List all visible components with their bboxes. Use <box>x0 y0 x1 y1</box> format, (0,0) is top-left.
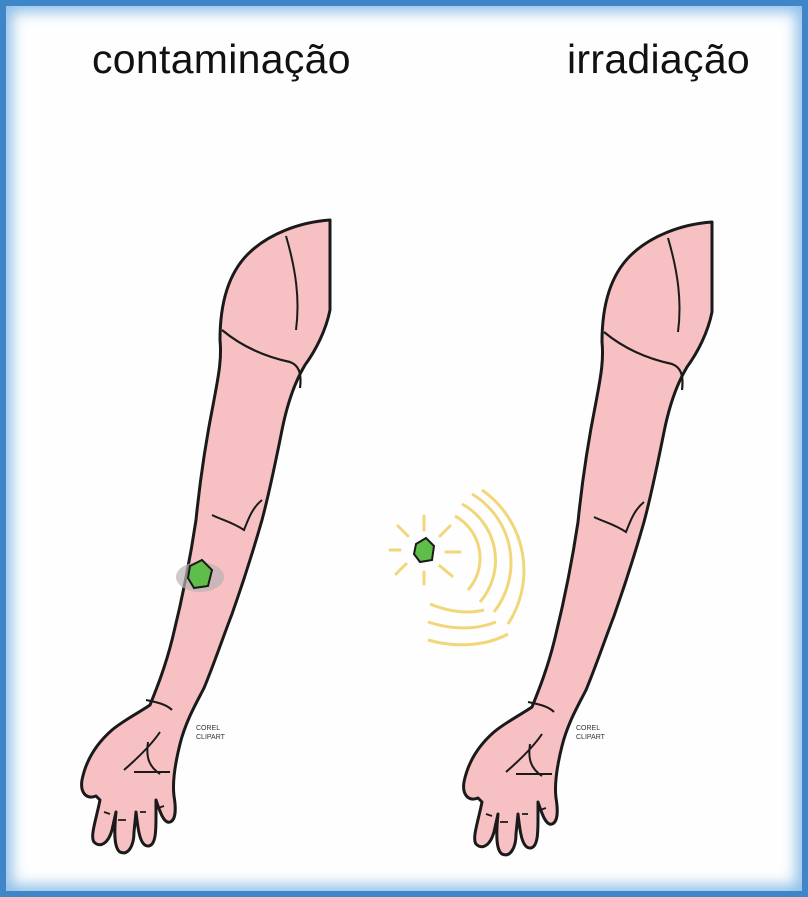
svg-text:COREL: COREL <box>196 725 220 732</box>
svg-text:CLIPART: CLIPART <box>196 734 226 741</box>
watermark-right: COREL CLIPART <box>576 725 606 741</box>
svg-text:COREL: COREL <box>576 725 600 732</box>
watermark-left: COREL CLIPART <box>196 725 226 741</box>
left-arm <box>82 220 330 853</box>
svg-text:CLIPART: CLIPART <box>576 734 606 741</box>
right-arm <box>464 222 712 855</box>
radiation-source-icon <box>390 516 460 584</box>
